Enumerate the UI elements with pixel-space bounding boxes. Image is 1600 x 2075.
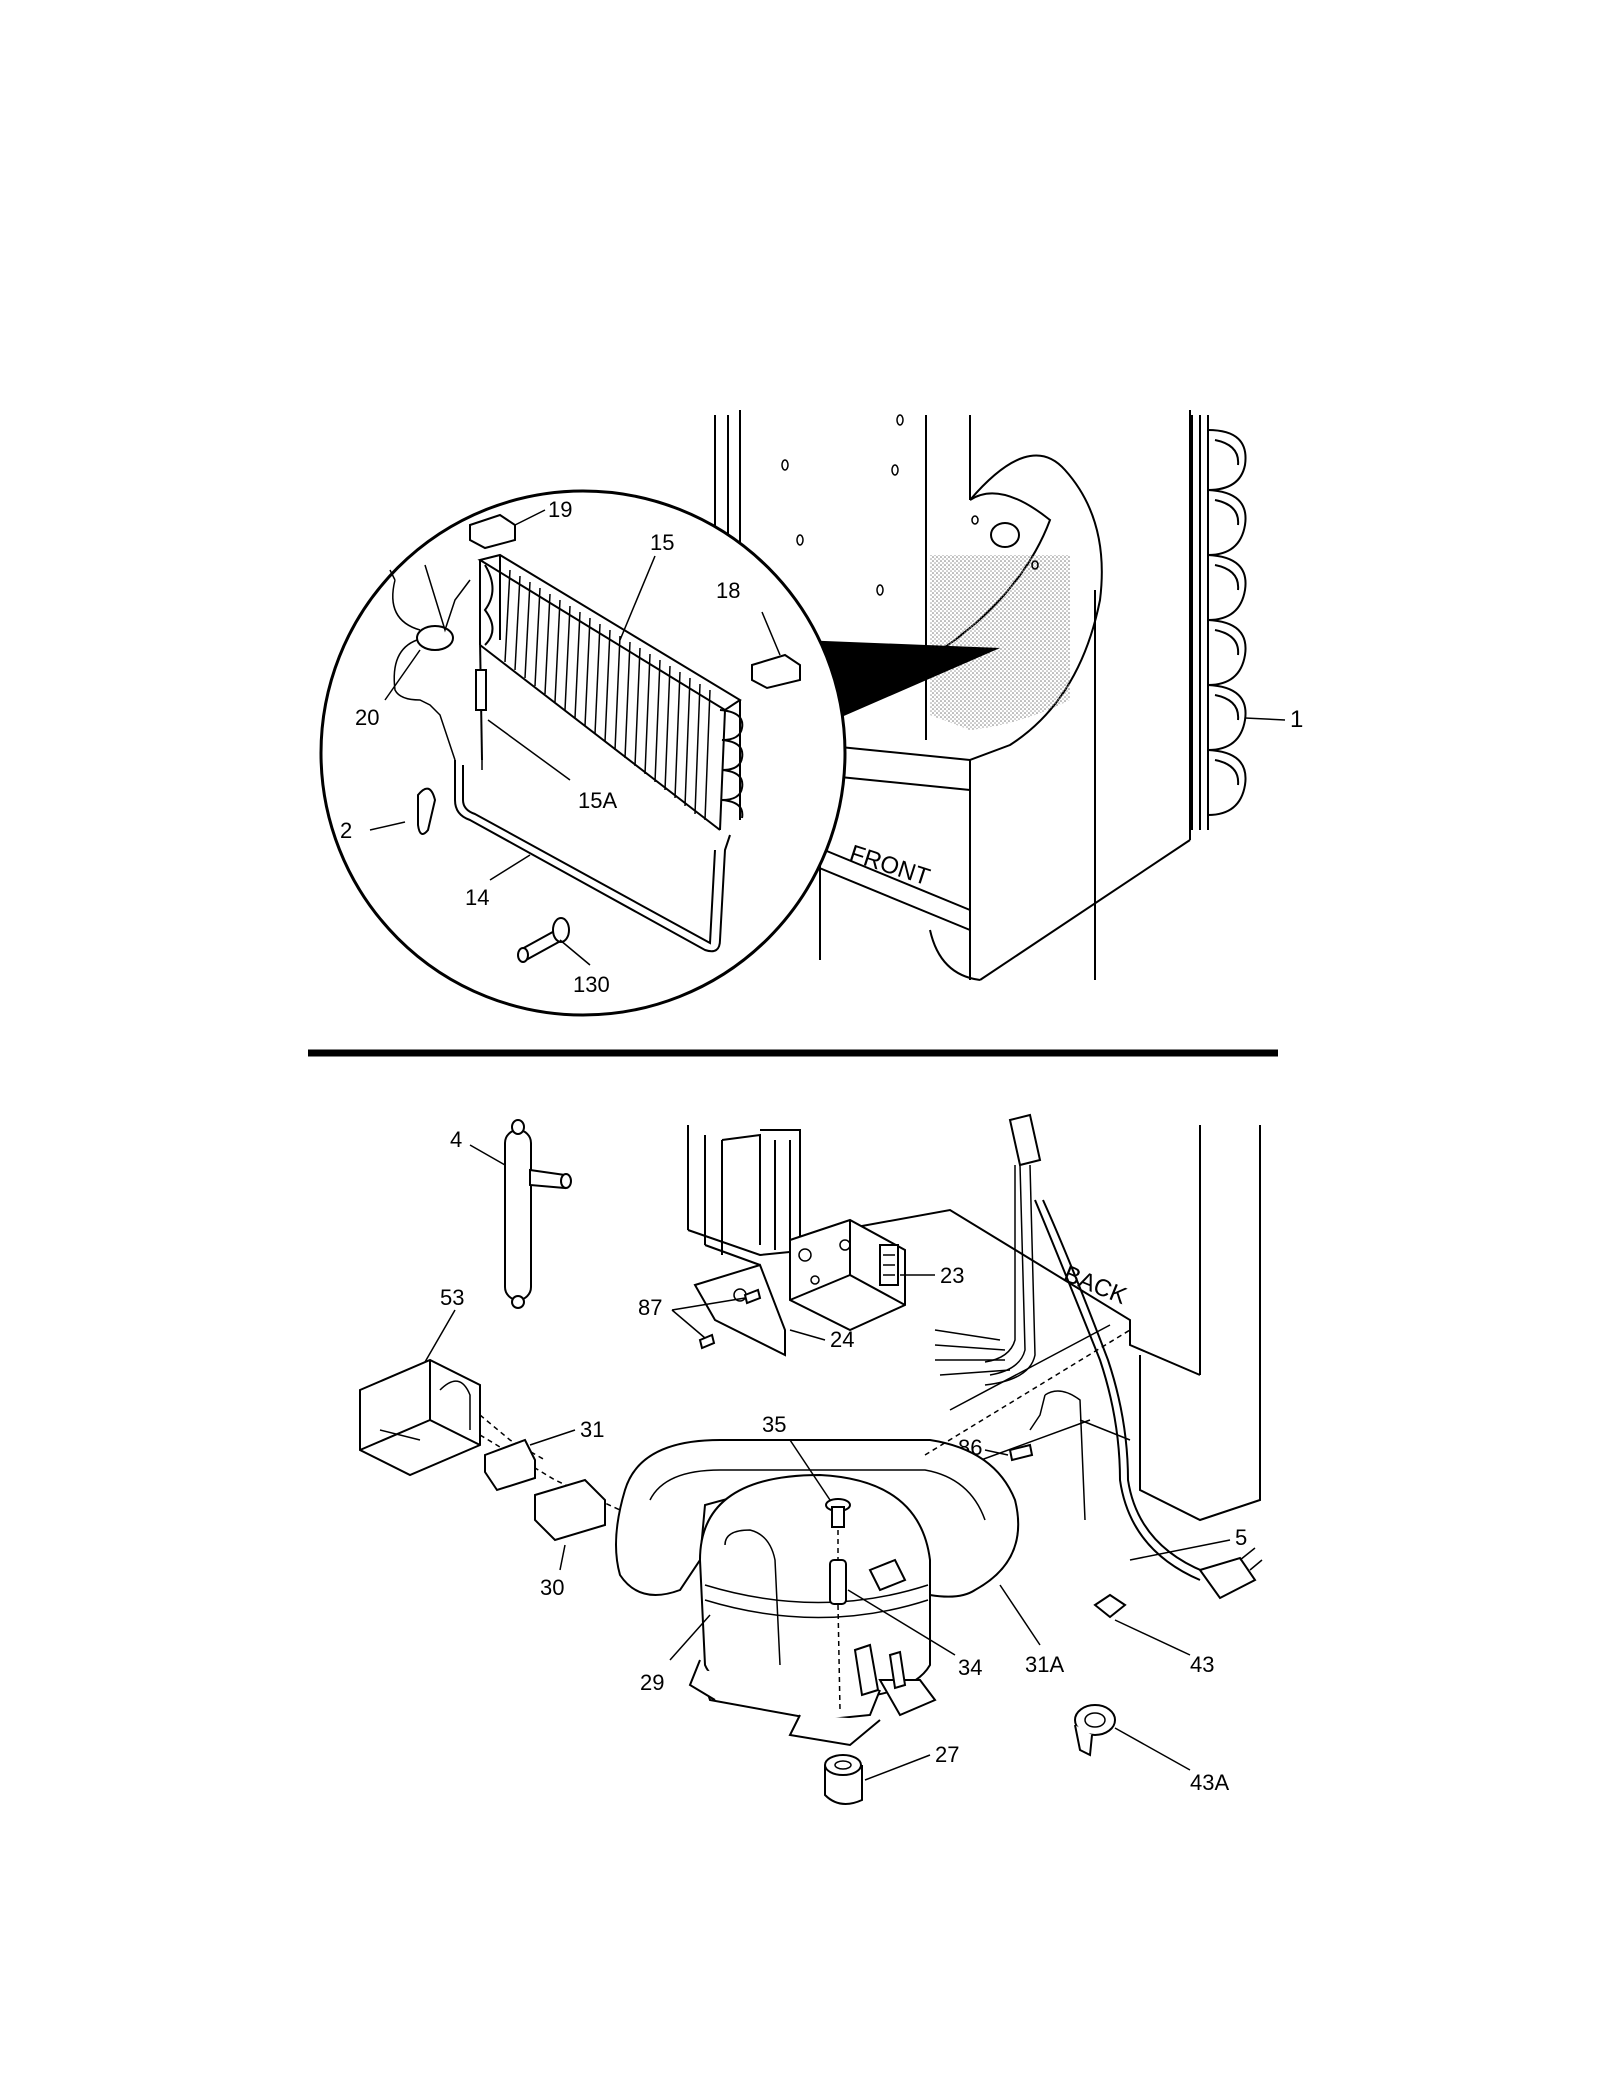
label-31: 31 xyxy=(580,1417,604,1442)
label-14: 14 xyxy=(465,885,489,910)
evaporator xyxy=(477,553,744,831)
screw-86 xyxy=(1008,1443,1034,1462)
mount-27 xyxy=(824,1754,863,1805)
grommet-34 xyxy=(829,1559,847,1605)
power-cord-5 xyxy=(1029,1199,1263,1600)
label-130: 130 xyxy=(573,972,610,997)
pad-18 xyxy=(751,653,801,690)
defrost-timer-23 xyxy=(789,1218,906,1332)
label-31a: 31A xyxy=(1025,1652,1064,1677)
clamp-43a xyxy=(1074,1704,1116,1757)
label-1: 1 xyxy=(1290,706,1303,733)
label-15a: 15A xyxy=(578,788,617,813)
label-29: 29 xyxy=(640,1670,664,1695)
label-4: 4 xyxy=(450,1127,462,1152)
clip-43 xyxy=(1093,1593,1127,1619)
label-53: 53 xyxy=(440,1285,464,1310)
drier-4 xyxy=(504,1119,572,1309)
condenser-coil: 1 xyxy=(1191,415,1303,830)
label-24: 24 xyxy=(830,1327,854,1352)
defrost-limiter xyxy=(389,564,471,761)
evaporator-detail: 15 19 18 20 15A 14 xyxy=(340,497,801,997)
label-34: 34 xyxy=(958,1655,982,1680)
drain-tube-14 xyxy=(454,760,731,953)
label-18: 18 xyxy=(716,578,740,603)
label-43: 43 xyxy=(1190,1652,1214,1677)
detail-circle xyxy=(319,489,847,1017)
label-27: 27 xyxy=(935,1742,959,1767)
clip-2 xyxy=(417,787,437,835)
overload-31 xyxy=(484,1438,536,1492)
label-5: 5 xyxy=(1235,1525,1247,1550)
screw-130 xyxy=(517,917,570,963)
bolt-35 xyxy=(825,1498,851,1528)
wire-harness xyxy=(934,1113,1042,1386)
relay-30 xyxy=(534,1478,606,1542)
label-2: 2 xyxy=(340,818,352,843)
label-19: 19 xyxy=(548,497,572,522)
label-20: 20 xyxy=(355,705,379,730)
cover-53 xyxy=(359,1358,481,1477)
compressor-29 xyxy=(688,1473,937,1747)
pad-19 xyxy=(469,513,516,550)
heater-15a xyxy=(475,639,487,770)
label-30: 30 xyxy=(540,1575,564,1600)
label-43a: 43A xyxy=(1190,1770,1229,1795)
screws-87 xyxy=(698,1288,762,1350)
label-15: 15 xyxy=(650,530,674,555)
label-23: 23 xyxy=(940,1263,964,1288)
detail-pointer xyxy=(800,640,1000,722)
label-87: 87 xyxy=(638,1295,662,1320)
bracket-24 xyxy=(693,1263,786,1357)
label-35: 35 xyxy=(762,1412,786,1437)
